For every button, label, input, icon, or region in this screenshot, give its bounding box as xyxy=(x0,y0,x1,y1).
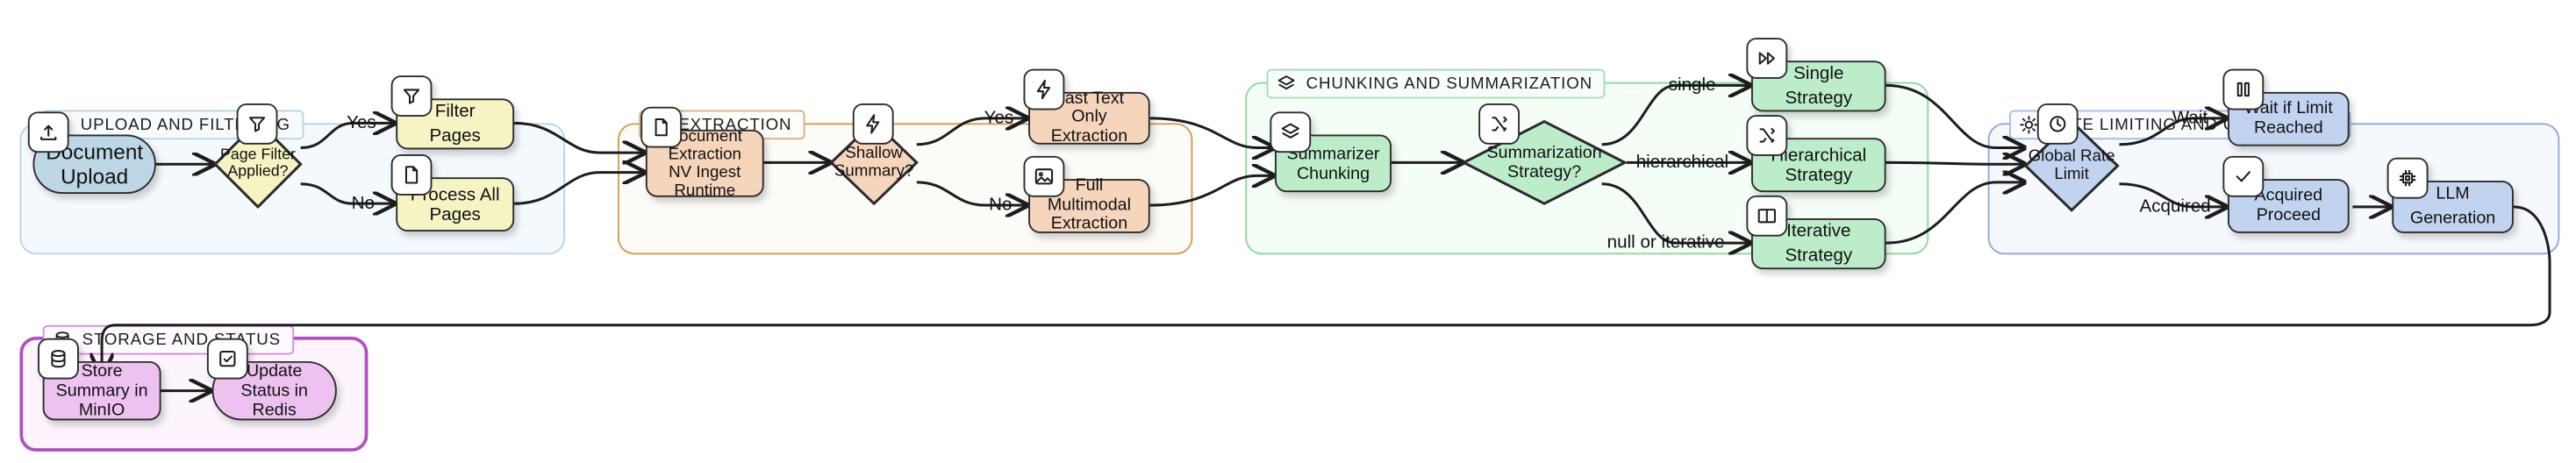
checkbox-icon xyxy=(206,338,248,380)
edge-summ_strat-single_str xyxy=(1601,85,1750,146)
pause-icon xyxy=(2222,68,2265,110)
edge-iter_str-rate_limit xyxy=(1885,182,2024,245)
layers-icon xyxy=(1277,74,1296,93)
edge-page_filter-filter_pages xyxy=(300,123,395,150)
document-icon xyxy=(640,106,683,148)
edge-label-no-process: No xyxy=(351,193,375,214)
node-label: LLM Generation xyxy=(2409,183,2496,229)
edge-filter_pages-doc_extract xyxy=(514,121,644,153)
node-document-extraction-nv-ingest-runtime[interactable]: Document Extraction NV Ingest Runtime xyxy=(640,106,764,200)
edge-llm_gen-store_minio xyxy=(102,205,2551,374)
node-label: Single Strategy xyxy=(1785,63,1853,108)
node-label: Fast Text Only Extraction xyxy=(1050,88,1128,146)
layers-icon xyxy=(1270,111,1312,153)
forward-icon xyxy=(1746,38,1788,79)
edge-page_filter-process_all xyxy=(300,182,395,203)
edge-single_str-rate_limit xyxy=(1885,83,2024,147)
edge-hier_str-rate_limit xyxy=(1885,162,2024,164)
node-full-multimodal-extraction[interactable]: Full Multimodal Extraction xyxy=(1023,155,1150,234)
shuffle-icon xyxy=(1478,103,1521,145)
edge-label-acquired: Acquired xyxy=(2139,196,2211,217)
node-label: Shallow Summary? xyxy=(834,144,914,181)
bolt-icon xyxy=(852,103,894,145)
diamond-shape xyxy=(213,119,303,209)
node-label: Summarization Strategy? xyxy=(1486,142,1602,182)
check-icon xyxy=(2222,155,2265,197)
shuffle-icon xyxy=(1746,115,1788,156)
database-icon xyxy=(38,338,79,380)
group-label-chunking: CHUNKING AND SUMMARIZATION xyxy=(1266,68,1606,99)
edge-label-hierarchical: hierarchical xyxy=(1635,153,1729,173)
group-label-text: EXTRACTION xyxy=(678,116,792,134)
edge-label-null-or-iterative: null or iterative xyxy=(1606,232,1725,253)
node-label: Iterative Strategy xyxy=(1785,220,1853,266)
upload-icon xyxy=(27,111,69,153)
edge-label-single: single xyxy=(1668,75,1716,96)
document-icon xyxy=(390,154,433,196)
node-label: Page Filter Applied? xyxy=(219,145,296,181)
node-label: Filter Pages xyxy=(429,101,481,146)
group-label-text: CHUNKING AND SUMMARIZATION xyxy=(1306,75,1592,93)
edge-process_all-doc_extract xyxy=(514,173,644,205)
node-process-all-pages[interactable]: Process All Pages xyxy=(390,154,515,232)
edge-fast_text-summ_chunk xyxy=(1149,117,1273,148)
node-label: Full Multimodal Extraction xyxy=(1047,175,1131,234)
gauge-icon xyxy=(2019,115,2038,134)
node-document-upload[interactable]: Document Upload xyxy=(27,111,156,194)
book-icon xyxy=(1746,195,1788,237)
node-page-filter-applied[interactable]: Page Filter Applied? xyxy=(213,103,303,209)
node-wait-if-limit-reached[interactable]: Wait if Limit Reached xyxy=(2222,68,2350,146)
node-shallow-summary[interactable]: Shallow Summary? xyxy=(829,103,919,206)
node-label: Acquired Proceed xyxy=(2254,185,2323,224)
edge-shallow-fast_text xyxy=(916,118,1027,146)
node-summarizer-chunking[interactable]: Summarizer Chunking xyxy=(1270,111,1392,193)
node-store-summary-in-minio[interactable]: Store Summary in MinIO xyxy=(38,338,161,421)
node-hierarchical-strategy[interactable]: Hierarchical Strategy xyxy=(1746,115,1886,193)
bolt-icon xyxy=(1023,68,1065,110)
filter-icon xyxy=(236,103,278,145)
node-fast-text-only-extraction[interactable]: Fast Text Only Extraction xyxy=(1023,68,1150,146)
chip-icon xyxy=(2386,157,2429,199)
node-label: Document Extraction NV Ingest Runtime xyxy=(667,127,742,200)
edge-full_multi-summ_chunk xyxy=(1149,175,1273,207)
edge-summ_strat-iter_str xyxy=(1601,182,1750,243)
edge-shallow-full_multi xyxy=(916,181,1027,205)
node-label: Process All Pages xyxy=(410,184,500,224)
edge-rate_limit-acquired xyxy=(2119,182,2226,207)
node-label: Hierarchical Strategy xyxy=(1771,145,1867,185)
edge-label-wait: Wait xyxy=(2172,108,2208,129)
edge-label-yes-filter: Yes xyxy=(347,113,376,133)
node-summarization-strategy[interactable]: Summarization Strategy? xyxy=(1462,103,1627,205)
node-iterative-strategy[interactable]: Iterative Strategy xyxy=(1746,195,1886,270)
node-global-rate-limit[interactable]: Global Rate Limit xyxy=(2023,103,2120,212)
node-label: Global Rate Limit xyxy=(2028,147,2115,184)
node-acquired-proceed[interactable]: Acquired Proceed xyxy=(2222,155,2350,233)
node-label: Wait if Limit Reached xyxy=(2243,98,2333,138)
clock-icon xyxy=(2036,103,2079,145)
diamond-shape xyxy=(829,119,919,206)
node-label: Summarizer Chunking xyxy=(1286,143,1380,183)
node-llm-generation[interactable]: LLM Generation xyxy=(2386,157,2514,233)
node-single-strategy[interactable]: Single Strategy xyxy=(1746,38,1886,112)
filter-icon xyxy=(390,75,433,117)
image-icon xyxy=(1023,155,1065,197)
node-filter-pages[interactable]: Filter Pages xyxy=(390,75,515,150)
node-update-status-in-redis[interactable]: Update Status in Redis xyxy=(206,338,337,421)
edge-rate_limit-wait_limit xyxy=(2119,118,2226,146)
node-label: Update Status in Redis xyxy=(240,360,308,421)
